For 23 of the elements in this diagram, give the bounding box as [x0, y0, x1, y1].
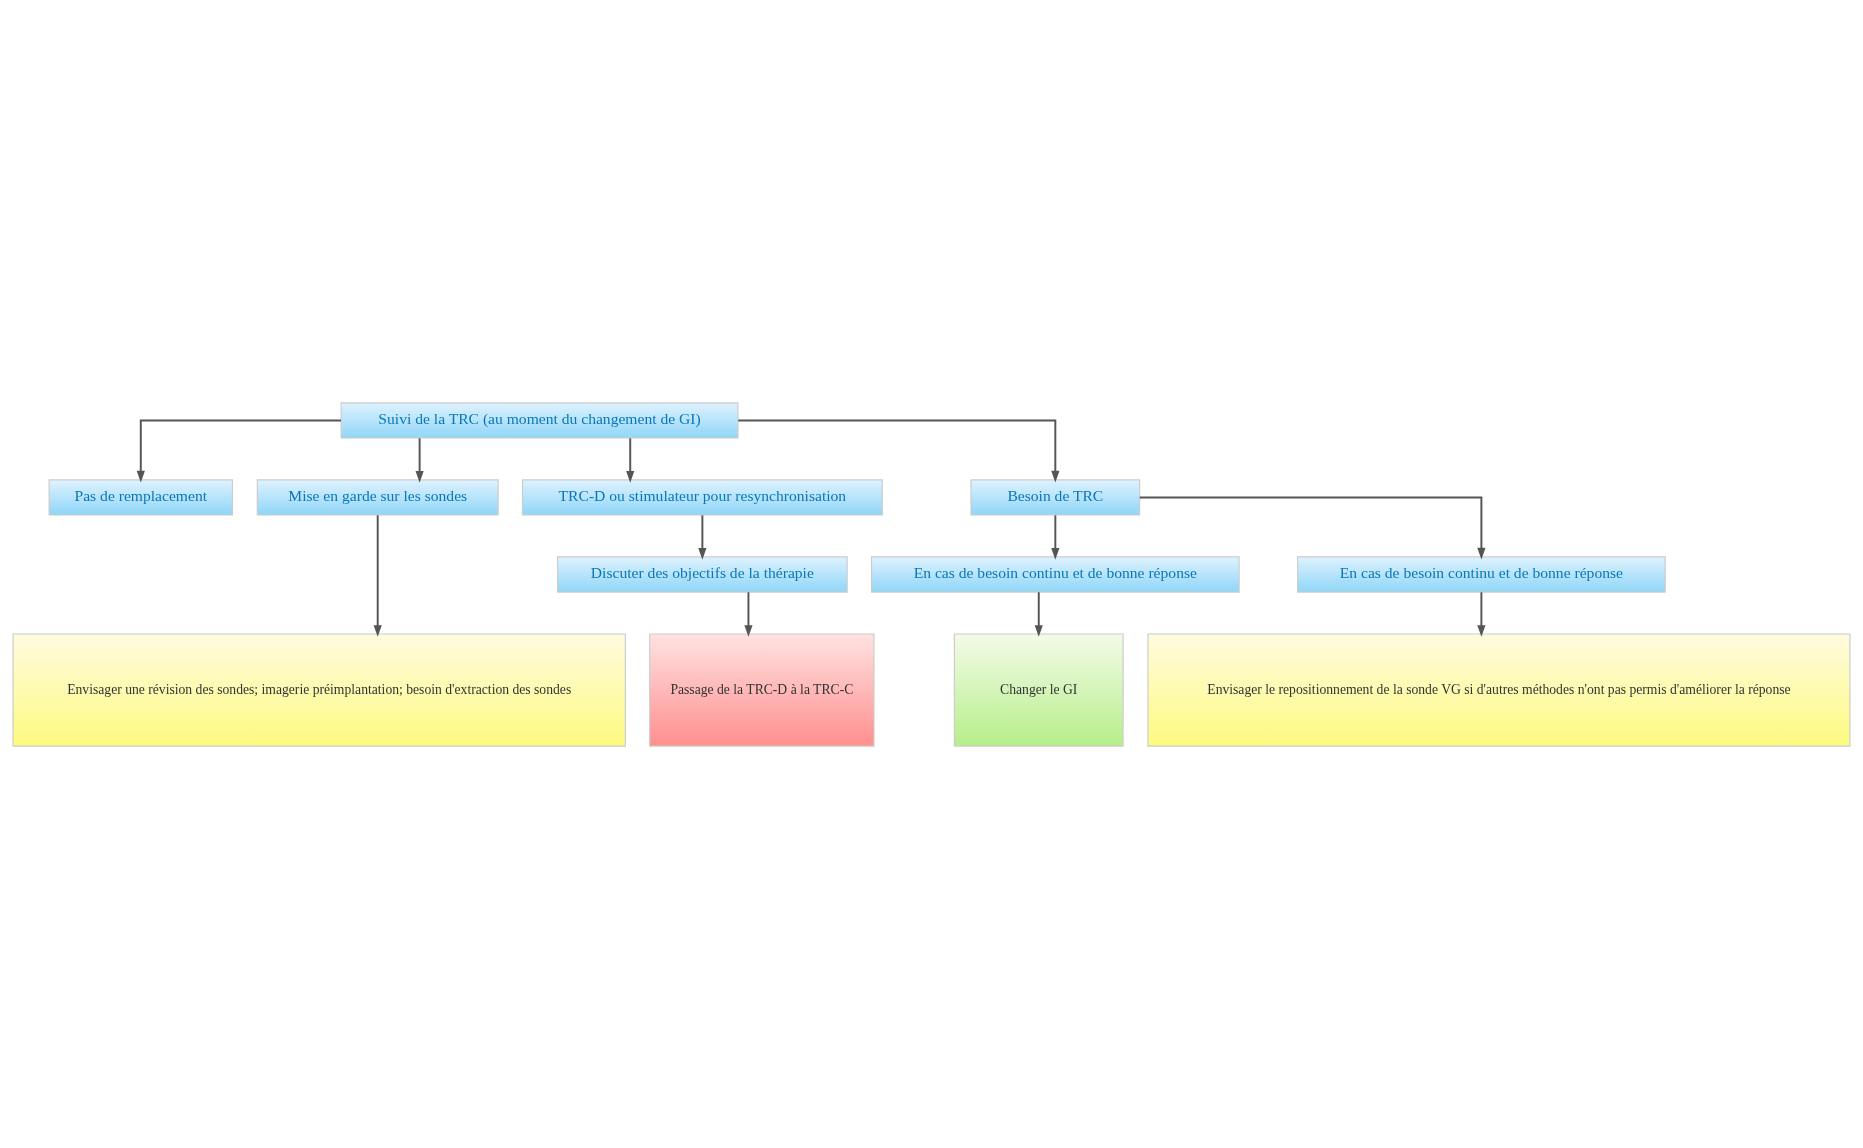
- arrow: [698, 513, 707, 560]
- node-box: Passage de la TRC-D à la TRC-C: [649, 632, 875, 747]
- arrow: [737, 418, 1060, 483]
- arrow: [626, 436, 635, 483]
- arrow: [415, 436, 424, 483]
- arrow: [373, 513, 382, 637]
- node-box: Besoin de TRC: [970, 478, 1141, 516]
- arrow: [744, 590, 753, 637]
- node-box: Suivi de la TRC (au moment du changement de GI): [340, 401, 739, 439]
- node-box: Envisager une révision des sondes; imagerie préimplantation; besoin d'extraction des sondes: [12, 632, 626, 747]
- arrow: [1034, 590, 1043, 637]
- arrow: [1477, 590, 1486, 637]
- node-box: Envisager le repositionnement de la sonde VG si d'autres méthodes n'ont pas permis d'améliorer la réponse: [1147, 632, 1851, 747]
- node-box: TRC-D ou stimulateur pour resynchronisation: [521, 478, 883, 516]
- arrow: [136, 418, 342, 483]
- node-box: Discuter des objectifs de la thérapie: [557, 555, 848, 593]
- node-box: Changer le GI: [953, 632, 1124, 747]
- arrow: [1138, 496, 1486, 560]
- node-box: En cas de besoin continu et de bonne réponse: [870, 555, 1240, 593]
- node-box: Mise en garde sur les sondes: [256, 478, 499, 516]
- node-box: En cas de besoin continu et de bonne réponse: [1297, 555, 1666, 593]
- node-box: Pas de remplacement: [48, 478, 233, 516]
- arrow: [1051, 513, 1060, 560]
